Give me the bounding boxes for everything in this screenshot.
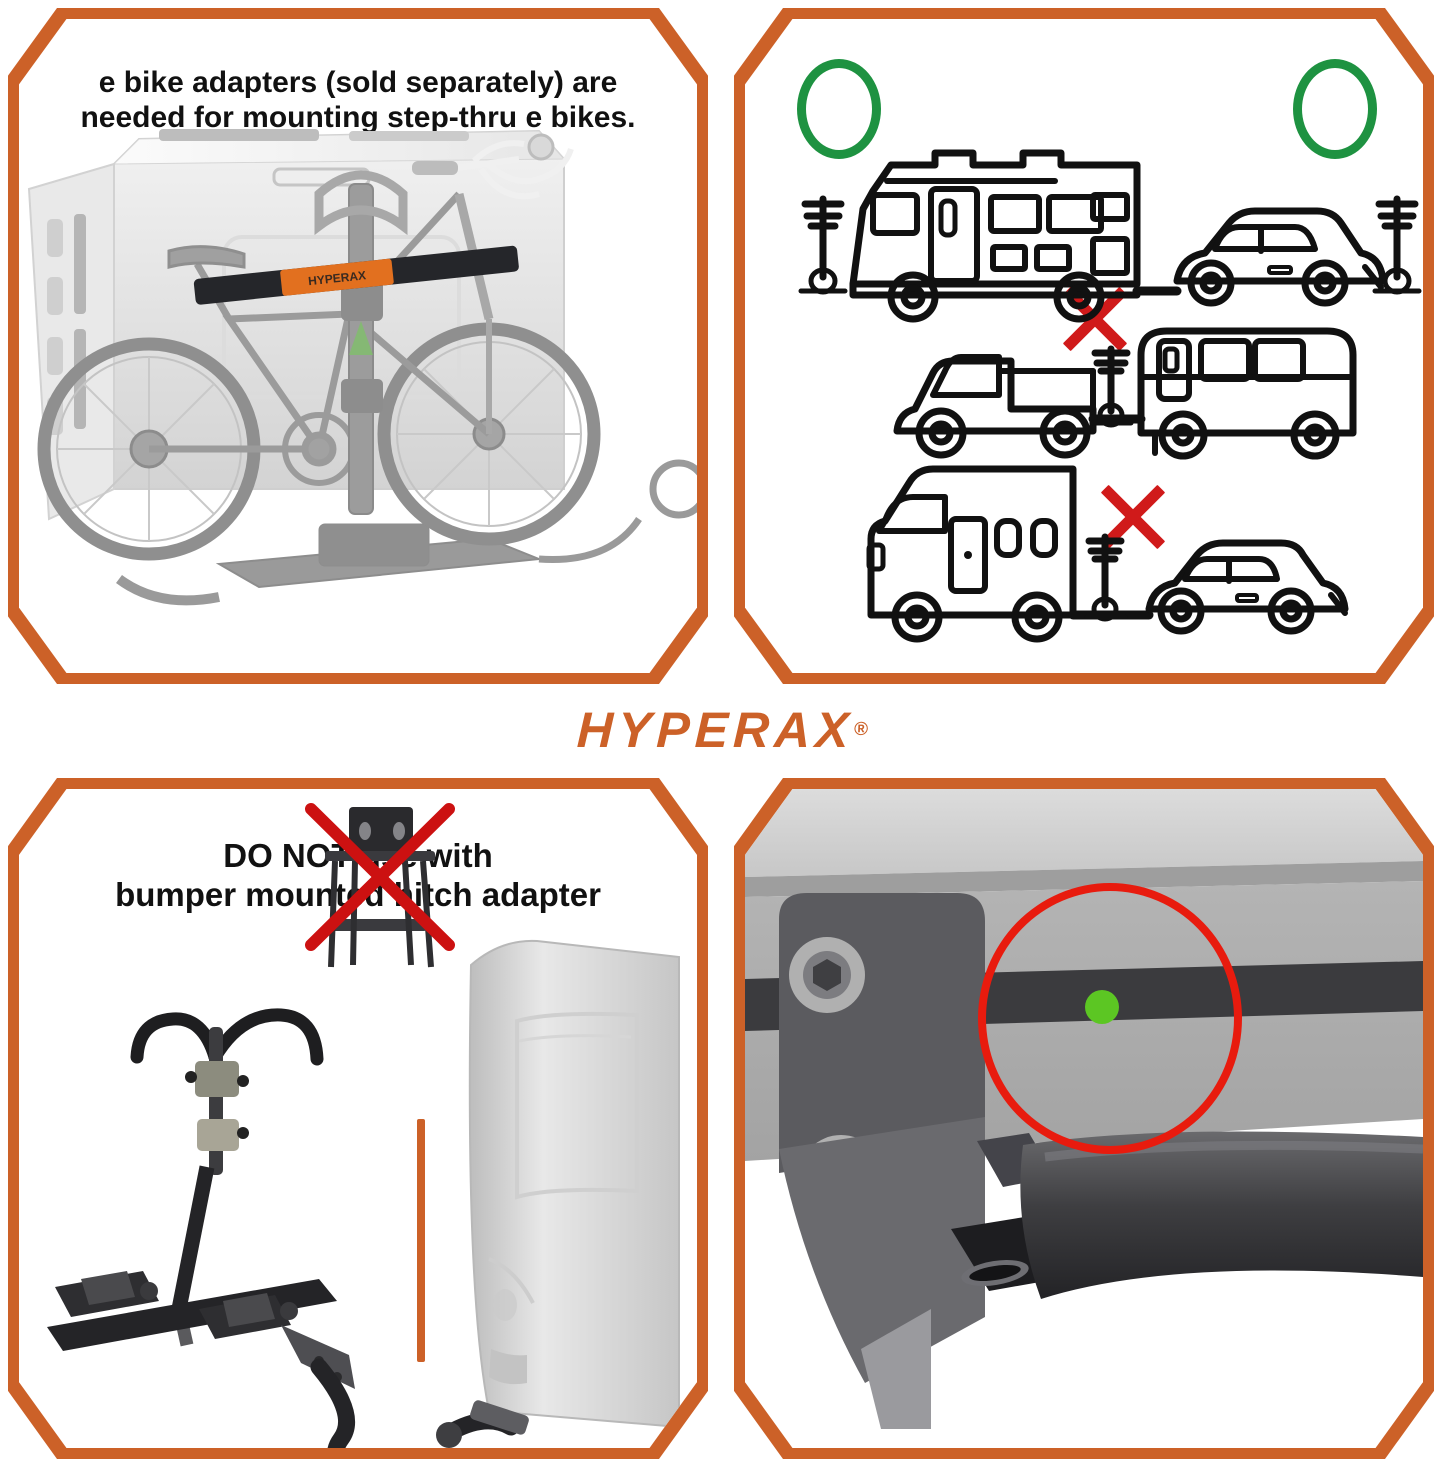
- towing-configurations-illustration: [798, 149, 1422, 643]
- ebike-adapter-caption: e bike adapters (sold separately) are ne…: [37, 65, 679, 136]
- red-x-over-bumper-adapter: [305, 803, 455, 951]
- brand-logo: HYPERAX®: [0, 694, 1445, 766]
- green-circle-ok-left: [797, 59, 881, 159]
- panel-bumper-hitch-warning-inner: DO NOT use with bumper mounted hitch ada…: [19, 789, 697, 1448]
- ebike-adapter-bar: HYPERAX: [193, 245, 519, 305]
- brand-name: HYPERAX: [576, 702, 855, 758]
- caption-line-2: needed for mounting step-thru e bikes.: [80, 101, 636, 135]
- row-camper-towing-car: [866, 465, 1349, 643]
- bike-handlebar: [448, 140, 574, 200]
- row-pickup-towing-trailer: [893, 327, 1357, 460]
- highlight-ring: [978, 883, 1242, 1154]
- rv-rear-panel: [468, 939, 680, 1429]
- green-indicator-dot: [1085, 990, 1119, 1024]
- panel-bumper-hitch-warning: DO NOT use with bumper mounted hitch ada…: [8, 778, 708, 1459]
- panel-hitch-receiver-detail: [734, 778, 1434, 1459]
- row-rv-towing-car: [798, 149, 1422, 323]
- hitch-receiver-closeup-illustration: [745, 789, 1423, 1429]
- panel-hitch-receiver-detail-inner: [745, 789, 1423, 1448]
- rack-and-bumper-adapter-illustration: [47, 803, 680, 1448]
- brand-trademark-icon: ®: [853, 719, 869, 740]
- panel-towing-compatibility: [734, 8, 1434, 684]
- panel-ebike-adapter: e bike adapters (sold separately) are ne…: [8, 8, 708, 684]
- bike-grip: [412, 161, 458, 175]
- caption-line-1: e bike adapters (sold separately) are: [98, 66, 618, 99]
- mountain-bike: [37, 191, 601, 561]
- panel-ebike-adapter-inner: e bike adapters (sold separately) are ne…: [19, 19, 697, 673]
- hitch-bike-rack: [47, 1008, 529, 1448]
- hitch-rack-platform: [116, 459, 697, 606]
- bumper-mounted-hitch-adapter: [325, 807, 435, 968]
- green-circle-ok-right: [1293, 59, 1377, 159]
- hex-bolt-upper: [789, 937, 865, 1013]
- panel-towing-compatibility-inner: [745, 19, 1423, 673]
- bike-on-rack-illustration: HYPERAX: [27, 129, 697, 606]
- adapter-bar-brand-text: HYPERAX: [307, 268, 366, 288]
- vertical-divider: [417, 1119, 425, 1362]
